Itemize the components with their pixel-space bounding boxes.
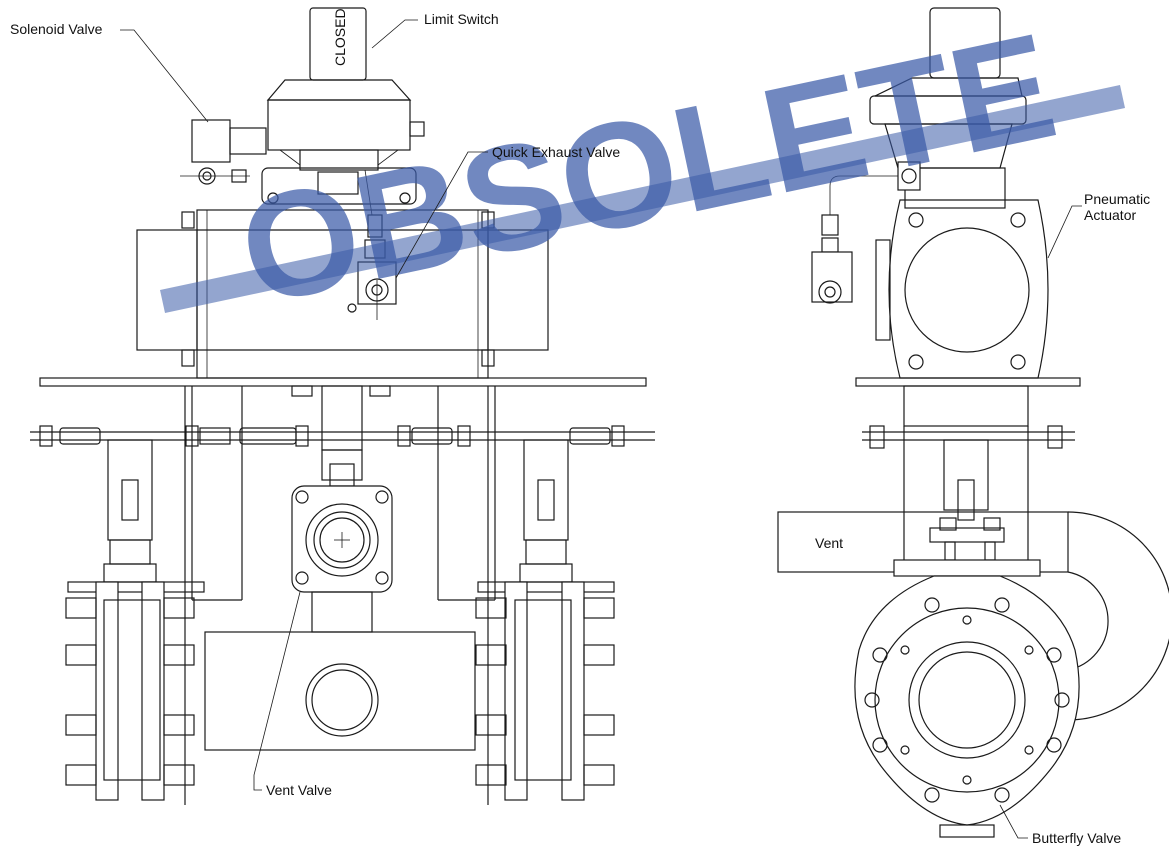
left-butterfly-valve-front: [65, 439, 205, 801]
quick-exhaust-valve-label: Quick Exhaust Valve: [492, 144, 620, 160]
obsolete-watermark: OBSOLETE: [160, 1, 1125, 336]
linkage-rod-front: [30, 425, 655, 447]
limit-switch-front: CLOSED: [261, 7, 425, 205]
side-view: Vent: [777, 7, 1169, 838]
pneumatic-actuator-label-line1: Pneumatic: [1084, 191, 1150, 207]
pneumatic-actuator-label-line2: Actuator: [1084, 207, 1136, 223]
vent-valve-label: Vent Valve: [266, 782, 332, 798]
limit-switch-closed-text: CLOSED: [332, 8, 348, 66]
mounting-plate-side: [855, 377, 1081, 387]
pipe-spool-front: [204, 631, 476, 751]
callouts: [120, 19, 1082, 839]
butterfly-valve-side: [854, 575, 1080, 838]
vent-valve-front: [291, 449, 393, 633]
stem-hardware-side: [893, 517, 1041, 577]
solenoid-valve-label: Solenoid Valve: [10, 21, 103, 37]
right-butterfly-valve-front: [475, 439, 615, 801]
bolt: [291, 385, 313, 397]
mounting-plate-front: [39, 377, 647, 387]
solenoid-valve-side: [811, 161, 921, 304]
front-view: CLOSED: [30, 7, 655, 805]
bracket-side: [862, 385, 1075, 560]
butterfly-valve-label: Butterfly Valve: [1032, 830, 1121, 846]
limit-switch-label: Limit Switch: [424, 11, 499, 27]
bracket-frame-front: [184, 385, 496, 805]
actuator-body-side: [875, 199, 1049, 379]
bolt: [369, 385, 391, 397]
vent-label: Vent: [815, 535, 843, 551]
solenoid-valve-front: [180, 119, 267, 185]
